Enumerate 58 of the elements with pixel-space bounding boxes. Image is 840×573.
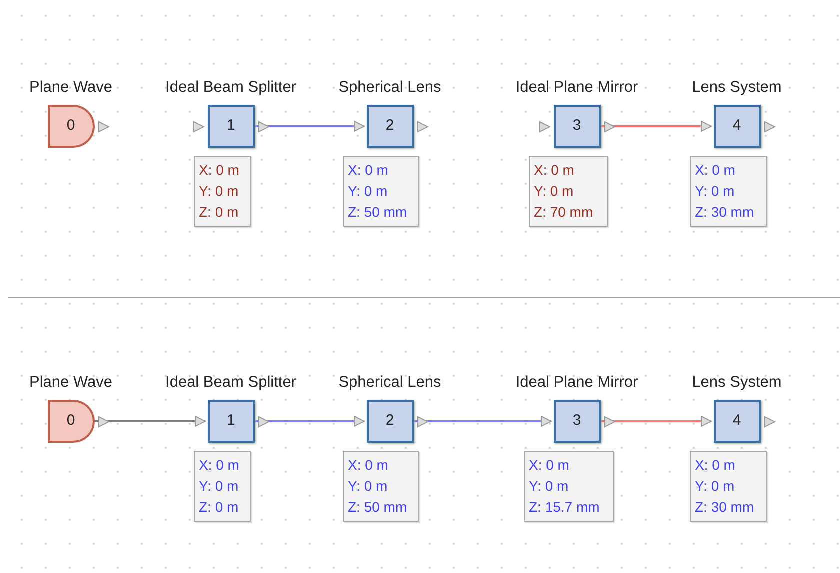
coordinate-text: X: 0 m: [348, 161, 390, 180]
component-box: 4: [714, 400, 760, 443]
connector-arrow: [414, 416, 552, 427]
coordinates-box: [194, 156, 251, 227]
component-title: Ideal Plane Mirror: [516, 373, 638, 393]
coordinate-text: X: 0 m: [199, 456, 240, 475]
component-title: Lens System: [692, 373, 782, 393]
coordinate-text: Z: 0 m: [199, 498, 240, 517]
coordinate-text: X: 0 m: [695, 456, 736, 475]
component-box: 3: [554, 400, 600, 443]
coordinate-text: X: 0 m: [695, 161, 736, 180]
component-box: 3: [554, 105, 600, 148]
component-box: 4: [714, 105, 760, 148]
coordinate-text: Z: 0 m: [199, 203, 240, 222]
connector-arrow: [600, 416, 712, 427]
coordinates-box: [343, 156, 419, 227]
component-title: Plane Wave: [30, 373, 112, 393]
component-title: Ideal Plane Mirror: [516, 78, 638, 98]
coordinates-box: [529, 156, 608, 227]
coordinate-text: Y: 0 m: [199, 477, 240, 496]
component-box: 2: [366, 400, 414, 443]
coordinates-box: [194, 451, 251, 522]
source-shape: 0: [48, 105, 94, 148]
connector-arrow: [254, 416, 365, 427]
coordinate-text: X: 0 m: [529, 456, 570, 475]
coordinate-text: Y: 0 m: [695, 477, 736, 496]
coordinates-box: [690, 156, 767, 227]
connector-arrow: [254, 121, 365, 132]
coordinate-text: Y: 0 m: [199, 182, 240, 201]
component-title: Spherical Lens: [338, 373, 442, 393]
component-title: Lens System: [692, 78, 782, 98]
coordinate-text: Y: 0 m: [695, 182, 736, 201]
connector-arrow: [600, 121, 712, 132]
coordinates-box: [690, 451, 767, 522]
source-shape: 0: [48, 400, 94, 443]
coordinate-text: X: 0 m: [199, 161, 240, 180]
coordinate-text: Z: 50 mm: [348, 203, 408, 222]
component-box: 1: [208, 105, 254, 148]
coordinates-box: [343, 451, 419, 522]
coordinate-text: Z: 15.7 mm: [529, 498, 601, 517]
coordinates-box: [524, 451, 614, 522]
component-box: 1: [208, 400, 254, 443]
coordinate-text: Z: 70 mm: [534, 203, 594, 222]
connector-arrow: [94, 416, 206, 427]
coordinate-text: Y: 0 m: [348, 477, 389, 496]
coordinate-text: X: 0 m: [534, 161, 576, 180]
coordinate-text: Y: 0 m: [534, 182, 575, 201]
coordinate-text: Z: 50 mm: [348, 498, 408, 517]
coordinate-text: X: 0 m: [348, 456, 390, 475]
component-title: Ideal Beam Splitter: [166, 373, 296, 393]
coordinate-text: Z: 30 mm: [695, 203, 756, 222]
component-title: Ideal Beam Splitter: [166, 78, 296, 98]
component-title: Spherical Lens: [338, 78, 442, 98]
coordinate-text: Y: 0 m: [529, 477, 570, 496]
coordinate-text: Z: 30 mm: [695, 498, 756, 517]
coordinate-text: Y: 0 m: [348, 182, 389, 201]
component-box: 2: [366, 105, 414, 148]
component-title: Plane Wave: [30, 78, 112, 98]
